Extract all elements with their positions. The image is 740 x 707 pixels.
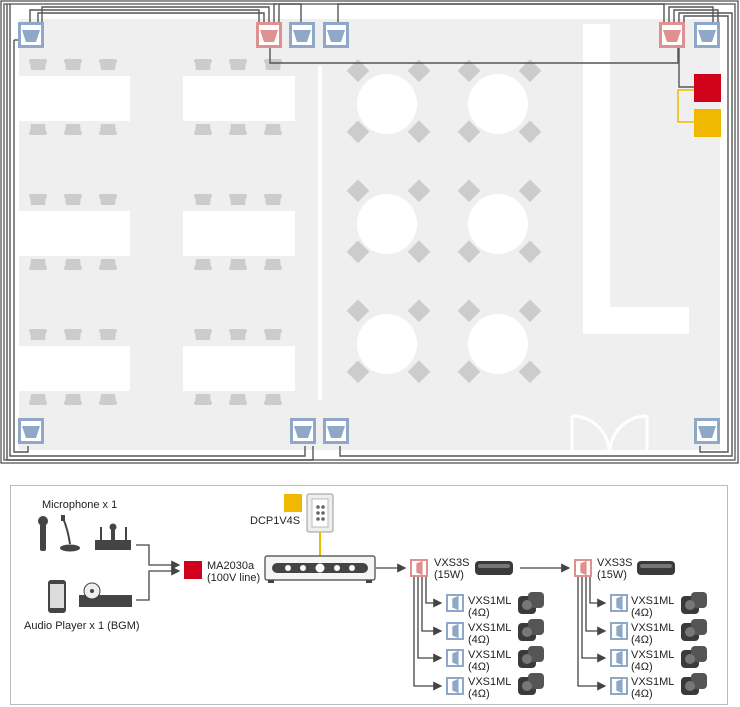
player-to-amp-wire [136,566,181,601]
zone2-sat3-model: VXS1ML [631,649,674,661]
zone2-sub-model: VXS3S [597,557,632,569]
speaker-wiring [6,3,733,461]
satellite-speaker-icon [446,622,464,640]
floor-plan [0,0,739,464]
zone1-sat4-model: VXS1ML [468,676,511,688]
zone1-sat3-model: VXS1ML [468,649,511,661]
amplifier-spec: (100V line) [207,572,260,584]
ceiling-speaker-icon [18,22,44,48]
mic-to-amp-wire [136,544,181,570]
zone1-sat4-spec: (4Ω) [468,688,490,700]
ceiling-speaker-icon [323,418,349,444]
zone1-sub-spec: (15W) [434,569,464,581]
ceiling-speaker-icon [289,22,315,48]
amplifier-device-icon [264,555,376,583]
controller-icon [284,494,302,512]
partition [318,66,322,400]
smartphone-icon [48,580,66,613]
gooseneck-mic-icon [60,515,80,552]
ceiling-speaker-icon [659,22,685,48]
amplifier-icon [184,561,202,579]
ceiling-speaker-icon [694,22,720,48]
zone2-sat1-model: VXS1ML [631,595,674,607]
double-door-icon [570,414,649,451]
controller-model: DCP1V4S [250,515,300,527]
zone1-sat2-model: VXS1ML [468,622,511,634]
system-diagram: Microphone x 1 Audio Player x 1 (BGM) [10,485,728,705]
subwoofer-device-icon [637,561,675,575]
controller-wiring [677,89,694,123]
subwoofer-icon [574,559,592,577]
zone2-sat4-model: VXS1ML [631,676,674,688]
amplifier-model: MA2030a [207,560,255,572]
zone1-sat3-spec: (4Ω) [468,661,490,673]
ceiling-speaker-icon [694,418,720,444]
satellite-speaker-icon [610,622,628,640]
wireless-receiver-icon [95,523,131,550]
zone1-sat2-spec: (4Ω) [468,634,490,646]
subwoofer-device-icon [475,561,513,575]
rectangular-tables [18,59,295,405]
zone2-sat1-spec: (4Ω) [631,607,653,619]
zone1-sat1-spec: (4Ω) [468,607,490,619]
ceiling-speaker-icon [323,22,349,48]
zone2-satellites: VXS1ML (4Ω) VXS1ML (4Ω) VXS1ML (4Ω) VXS1… [610,592,707,700]
subwoofer-icon [410,559,428,577]
controller-block-icon [694,109,721,137]
cd-player-icon [79,582,132,607]
amplifier-block-icon [694,74,721,102]
zone2-sat4-spec: (4Ω) [631,688,653,700]
microphone-label: Microphone x 1 [42,499,117,511]
audio-player-label: Audio Player x 1 (BGM) [24,620,140,632]
zone1-satellite-wiring [413,577,443,691]
zone2-sat3-spec: (4Ω) [631,661,653,673]
satellite-speaker-icon [446,594,464,612]
zone1-sub-model: VXS3S [434,557,469,569]
zone2-satellite-wiring [577,577,607,691]
satellite-speaker-icon [446,677,464,695]
handheld-mic-icon [38,516,48,551]
zone2-sub-spec: (15W) [597,569,627,581]
satellite-speaker-icon [610,649,628,667]
satellite-speaker-icon [446,649,464,667]
wall-controller-icon [306,493,334,533]
satellite-speaker-icon [610,594,628,612]
ceiling-speaker-icon [290,418,316,444]
zone2-sat2-spec: (4Ω) [631,634,653,646]
l-shaped-counter [583,24,689,334]
satellite-speaker-icon [610,677,628,695]
zone1-sat1-model: VXS1ML [468,595,511,607]
ceiling-speaker-icon [18,418,44,444]
ceiling-speaker-icon [256,22,282,48]
zone1-satellites: VXS1ML (4Ω) VXS1ML (4Ω) VXS1ML (4Ω) VXS1… [446,592,544,700]
zone2-sat2-model: VXS1ML [631,622,674,634]
